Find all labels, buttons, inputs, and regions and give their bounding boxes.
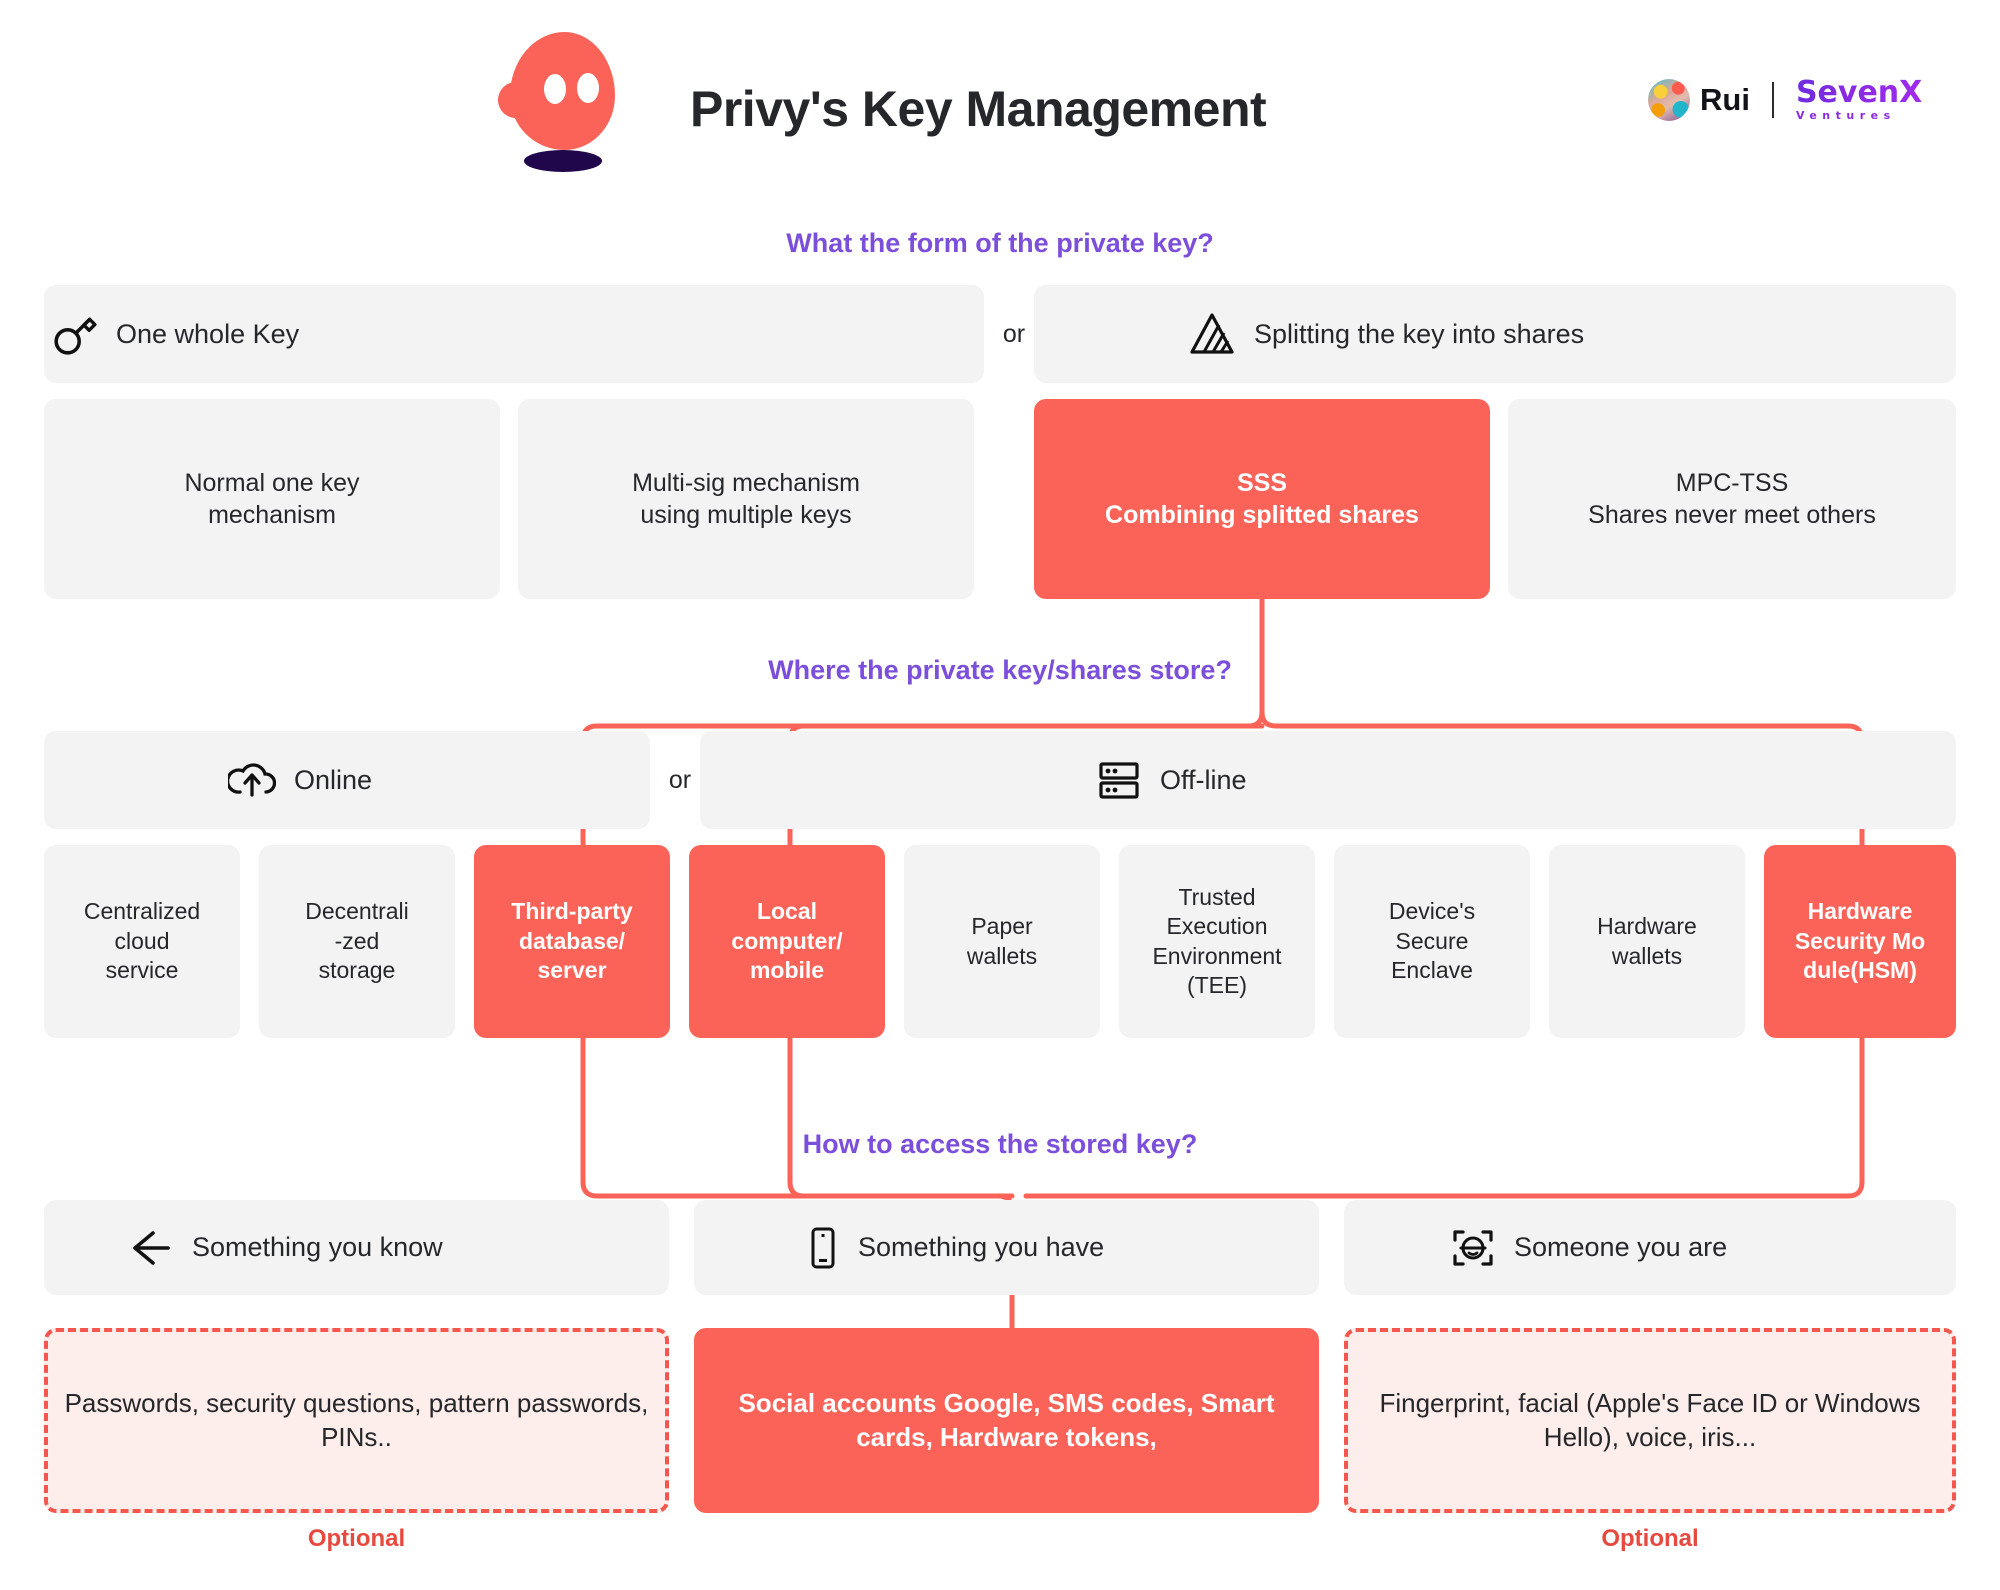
card-something-you-have-examples[interactable]: Social accounts Google, SMS codes, Smart… [694,1328,1319,1513]
cloud-upload-icon [228,759,276,801]
card-tee-label: Trusted Execution Environment (TEE) [1152,883,1282,998]
card-normal-one-key-label: Normal one key mechanism [184,469,360,529]
brand-separator [1771,81,1774,118]
card-someone-you-are-examples-label: Fingerprint, facial (Apple's Face ID or … [1379,1388,1921,1452]
question-where-stored: Where the private key/shares store? [768,655,1232,685]
conjunction-or-2: or [668,766,692,794]
page-title: Privy's Key Management [690,81,1267,137]
card-something-you-know-examples-label: Passwords, security questions, pattern p… [64,1388,649,1452]
card-someone-you-are-examples[interactable]: Fingerprint, facial (Apple's Face ID or … [1344,1328,1956,1513]
option-online-label: Online [294,764,373,795]
left-arrow-icon [126,1226,174,1270]
sevenx-logo: SevenX Ventures [1795,75,1923,122]
option-offline[interactable]: Off-line [700,731,1956,829]
card-multisig[interactable]: Multi-sig mechanism using multiple keys [518,399,974,599]
card-hardware-wallets[interactable]: Hardware wallets [1549,845,1745,1038]
card-hardware-wallets-label: Hardware wallets [1597,913,1697,969]
card-local-computer-mobile-label: Local computer/ mobile [731,898,843,984]
user-avatar-icon [1648,78,1690,121]
card-secure-enclave[interactable]: Device's Secure Enclave [1334,845,1530,1038]
card-hsm[interactable]: Hardware Security Mo dule(HSM) [1764,845,1956,1038]
card-sss-label: SSS Combining splitted shares [1105,469,1419,529]
card-decentralized-storage[interactable]: Decentrali -zed storage [259,845,455,1038]
option-something-you-have-label: Something you have [858,1232,1105,1263]
option-online[interactable]: Online [44,731,650,829]
question-how-to-access: How to access the stored key? [802,1129,1198,1159]
option-someone-you-are-label: Someone you are [1514,1232,1728,1263]
card-multisig-label: Multi-sig mechanism using multiple keys [632,469,860,529]
mobile-phone-icon [806,1225,840,1271]
card-mpc-tss[interactable]: MPC-TSS Shares never meet others [1508,399,1956,599]
card-paper-wallets-label: Paper wallets [966,913,1038,969]
card-hsm-label: Hardware Security Mo dule(HSM) [1794,898,1926,984]
card-something-you-know-examples[interactable]: Passwords, security questions, pattern p… [44,1328,669,1513]
optional-label-right: Optional [1601,1525,1699,1552]
conjunction-or-1: or [1002,320,1026,348]
key-icon [52,311,98,357]
option-one-whole-key-label: One whole Key [116,318,300,349]
card-something-you-have-examples-label: Social accounts Google, SMS codes, Smart… [738,1388,1275,1452]
sevenx-wordmark: SevenX [1795,75,1923,110]
sevenx-tagline: Ventures [1795,109,1896,122]
option-someone-you-are[interactable]: Someone you are [1344,1200,1956,1295]
card-centralized-cloud[interactable]: Centralized cloud service [44,845,240,1038]
card-third-party-database[interactable]: Third-party database/ server [474,845,670,1038]
server-rack-icon [1096,757,1142,803]
card-secure-enclave-label: Device's Secure Enclave [1388,898,1476,984]
option-splitting-key-into-shares[interactable]: Splitting the key into shares [1034,285,1956,383]
striped-triangle-icon [1188,311,1236,357]
brand-credits: Rui SevenX Ventures [1648,78,1922,121]
option-something-you-know[interactable]: Something you know [44,1200,669,1295]
card-tee[interactable]: Trusted Execution Environment (TEE) [1119,845,1315,1038]
option-something-you-have[interactable]: Something you have [694,1200,1319,1295]
face-scan-icon [1450,1225,1496,1271]
card-third-party-database-label: Third-party database/ server [511,898,633,984]
question-form-of-private-key: What the form of the private key? [786,228,1214,258]
option-splitting-key-label: Splitting the key into shares [1254,318,1585,349]
card-decentralized-storage-label: Decentrali -zed storage [305,898,409,984]
option-something-you-know-label: Something you know [192,1232,443,1263]
card-local-computer-mobile[interactable]: Local computer/ mobile [689,845,885,1038]
brand-author-name: Rui [1700,81,1750,117]
privy-blob-logo-icon [494,32,628,177]
option-offline-label: Off-line [1160,764,1247,795]
optional-label-left: Optional [307,1525,406,1552]
card-paper-wallets[interactable]: Paper wallets [904,845,1100,1038]
card-centralized-cloud-label: Centralized cloud service [83,898,201,984]
card-normal-one-key[interactable]: Normal one key mechanism [44,399,500,599]
card-mpc-tss-label: MPC-TSS Shares never meet others [1588,469,1876,529]
option-one-whole-key[interactable]: One whole Key [44,285,984,383]
page-header: Privy's Key Management Rui SevenX Ventur… [0,0,2000,195]
card-sss[interactable]: SSS Combining splitted shares [1034,399,1490,599]
